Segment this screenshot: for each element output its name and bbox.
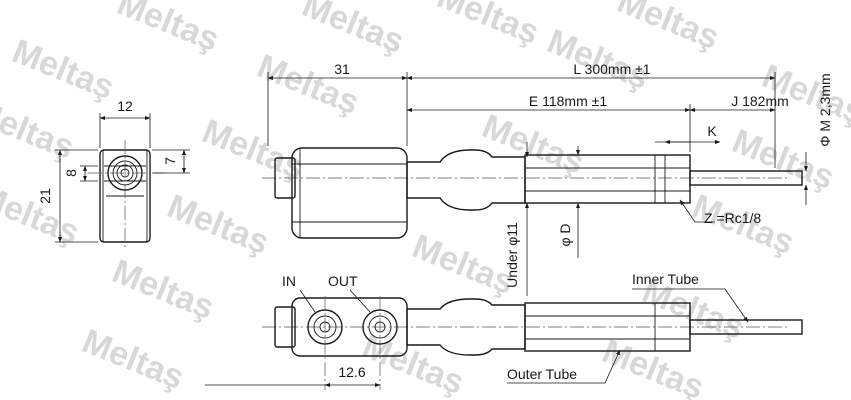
watermark: Meltaş bbox=[0, 92, 79, 167]
side-fitting-nut bbox=[274, 157, 296, 199]
top-view: IN OUT 12.6 Inner Tube Outer Tube bbox=[205, 271, 803, 390]
watermark: Meltaş bbox=[432, 0, 544, 52]
k-label: K bbox=[707, 123, 717, 139]
watermark: Meltaş bbox=[77, 322, 189, 397]
watermark: Meltaş bbox=[357, 327, 469, 400]
front-view: 12 21 8 7 bbox=[37, 98, 190, 250]
watermark: Meltaş bbox=[112, 0, 224, 59]
front-width-label: 12 bbox=[117, 98, 133, 114]
watermark: Meltaş bbox=[597, 332, 709, 400]
head-length-label: 31 bbox=[334, 61, 350, 77]
watermark: Meltaş bbox=[477, 107, 589, 182]
watermark: Meltaş bbox=[7, 32, 119, 107]
inner-tube-leader bbox=[632, 288, 749, 323]
watermark: Meltaş bbox=[407, 227, 519, 302]
j-length-label: J 182mm bbox=[731, 93, 789, 109]
watermark: Meltaş bbox=[612, 0, 724, 57]
out-leader bbox=[349, 289, 371, 313]
thread-leader bbox=[679, 199, 715, 223]
side-inner-tube bbox=[689, 170, 803, 186]
watermark: Meltaş bbox=[542, 22, 654, 97]
watermark: Meltaş bbox=[162, 187, 274, 262]
e-length-label: E 118mm ±1 bbox=[529, 93, 607, 109]
under-label: Under φ11 bbox=[504, 222, 520, 288]
side-view: 31 L 300mm ±1 E 118mm ±1 J 182mm K Φ M 2… bbox=[262, 61, 833, 296]
watermark: Meltaş bbox=[297, 0, 409, 61]
outer-tube-label: Outer Tube bbox=[507, 366, 577, 382]
total-length-label: L 300mm ±1 bbox=[573, 61, 650, 77]
pitch-label: 12.6 bbox=[338, 364, 365, 380]
front-port-label: 8 bbox=[63, 169, 79, 177]
thread-label: Z =Rc1/8 bbox=[704, 210, 761, 226]
inner-tube-label: Inner Tube bbox=[632, 271, 699, 287]
dia-m-label: Φ M 2,3mm bbox=[817, 73, 833, 146]
dia-d-label: φ D bbox=[557, 223, 573, 246]
in-leader bbox=[299, 289, 316, 313]
watermark: Meltaş bbox=[107, 252, 219, 327]
front-offset-label: 7 bbox=[162, 157, 178, 165]
out-label: OUT bbox=[328, 273, 358, 289]
top-fitting-nut bbox=[274, 306, 296, 348]
side-outer-tube-front bbox=[406, 149, 526, 211]
outer-tube-leader bbox=[507, 349, 621, 384]
front-height-label: 21 bbox=[37, 188, 53, 204]
in-label: IN bbox=[282, 273, 296, 289]
side-head-block bbox=[291, 147, 408, 239]
watermark: Meltaş bbox=[252, 47, 364, 122]
